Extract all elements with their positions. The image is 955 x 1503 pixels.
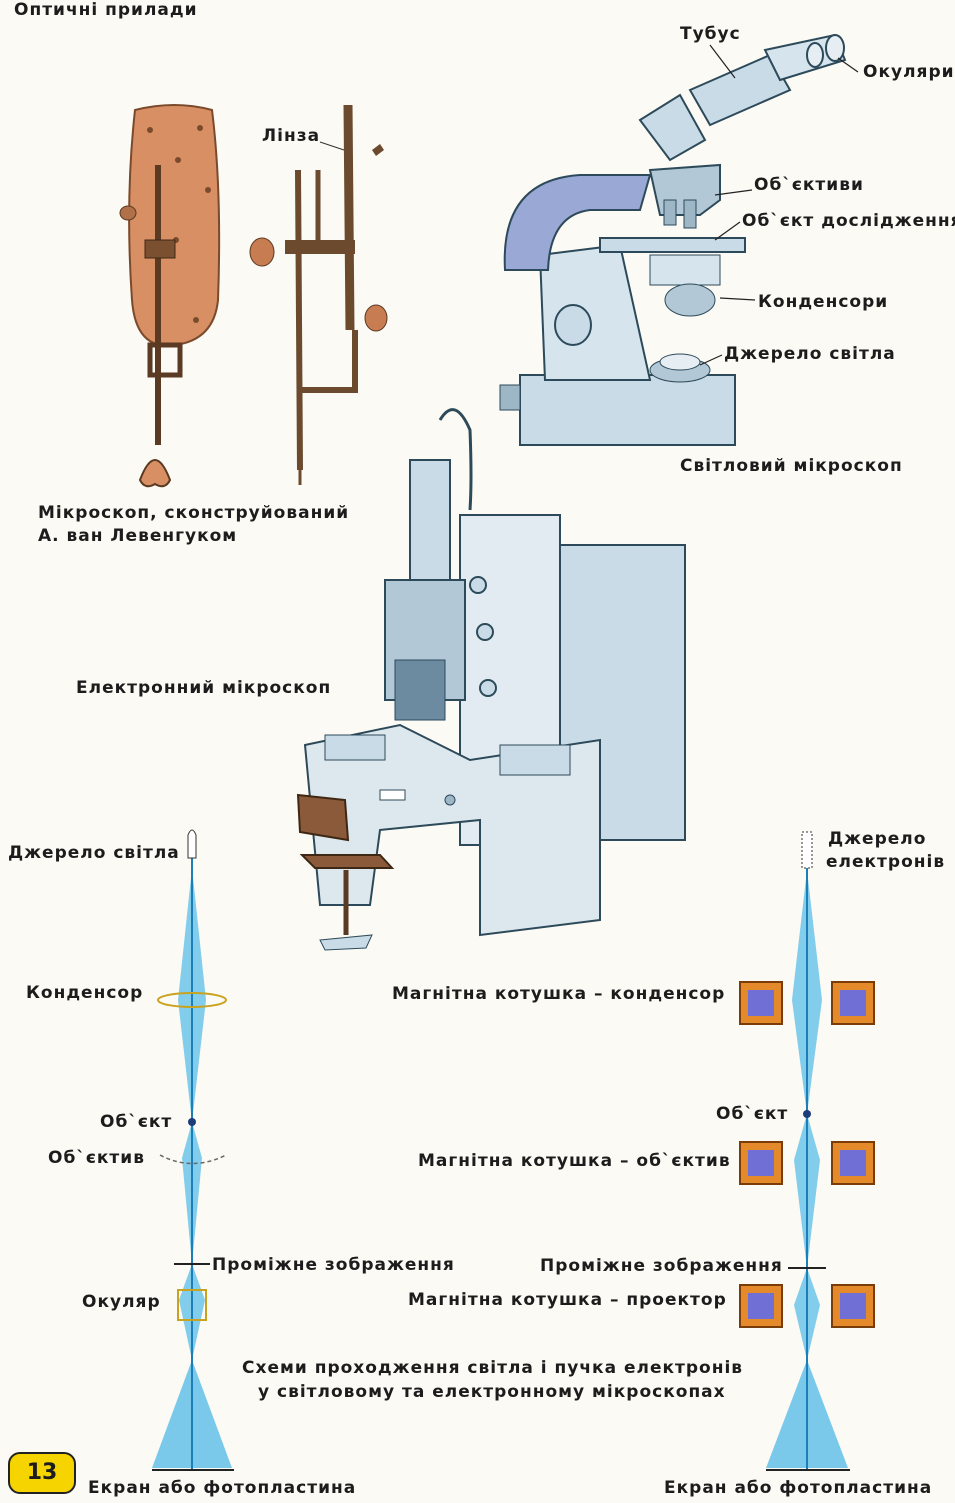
light-source-scheme-label: Джерело світла <box>8 843 180 863</box>
condensers-label: Конденсори <box>758 292 889 312</box>
lens-leader-line <box>319 141 345 151</box>
page-number: 13 <box>8 1452 76 1494</box>
intermediate-image-label-light: Проміжне зображення <box>212 1255 455 1275</box>
screen-label-light: Екран або фотопластина <box>88 1478 357 1498</box>
electron-source-label-line1: Джерело <box>828 829 927 849</box>
leeuwenhoek-caption-line1: Мікроскоп, сконструйований <box>38 503 350 523</box>
condenser-scheme-label: Конденсор <box>26 983 144 1003</box>
coil-condenser-left-icon <box>739 981 783 1025</box>
coil-projector-right-icon <box>831 1284 875 1328</box>
coil-objective-label: Магнітна котушка – об`єктив <box>418 1151 731 1171</box>
specimen-label: Об`єкт дослідження <box>742 211 955 231</box>
eyepiece-scheme-label: Окуляр <box>82 1292 161 1312</box>
leeuwenhoek-caption-line2: А. ван Левенгуком <box>38 526 238 546</box>
electron-source-label-line2: електронів <box>826 852 946 872</box>
leeuwenhoek-microscope-side <box>249 104 388 485</box>
light-beam-scheme <box>152 829 234 1471</box>
electron-microscope-caption: Електронний мікроскоп <box>76 678 332 698</box>
leeuwenhoek-microscope-front <box>119 104 221 488</box>
screen-label-electron: Екран або фотопластина <box>664 1478 933 1498</box>
chair <box>296 793 395 951</box>
page-title: Оптичні прилади <box>14 0 198 20</box>
objective-scheme-label: Об`єктив <box>48 1148 145 1168</box>
light-microscope-leaders <box>699 44 859 366</box>
schemes-caption-line1: Схеми проходження світла і пучка електро… <box>242 1358 744 1378</box>
light-microscope <box>499 33 847 446</box>
light-source-label: Джерело світла <box>724 344 896 364</box>
magnetic-coils <box>739 981 875 1328</box>
electron-object-label: Об`єкт <box>716 1104 789 1124</box>
coil-projector-label: Магнітна котушка – проектор <box>408 1290 727 1310</box>
tube-label: Тубус <box>680 24 741 44</box>
coil-projector-left-icon <box>739 1284 783 1328</box>
lens-label: Лінза <box>262 126 321 146</box>
electron-microscope <box>303 408 686 937</box>
schemes-caption-line2: у світловому та електронному мікроскопах <box>258 1382 726 1402</box>
coil-condenser-label: Магнітна котушка – конденсор <box>392 984 726 1004</box>
coil-objective-left-icon <box>739 1141 783 1185</box>
object-scheme-label: Об`єкт <box>100 1112 173 1132</box>
intermediate-image-label-electron: Проміжне зображення <box>540 1256 783 1276</box>
objectives-label: Об`єктиви <box>754 175 864 195</box>
electron-beam-scheme <box>766 831 850 1471</box>
eyepieces-label: Окуляри <box>863 62 955 82</box>
coil-condenser-right-icon <box>831 981 875 1025</box>
coil-objective-right-icon <box>831 1141 875 1185</box>
light-microscope-caption: Світловий мікроскоп <box>680 456 903 476</box>
